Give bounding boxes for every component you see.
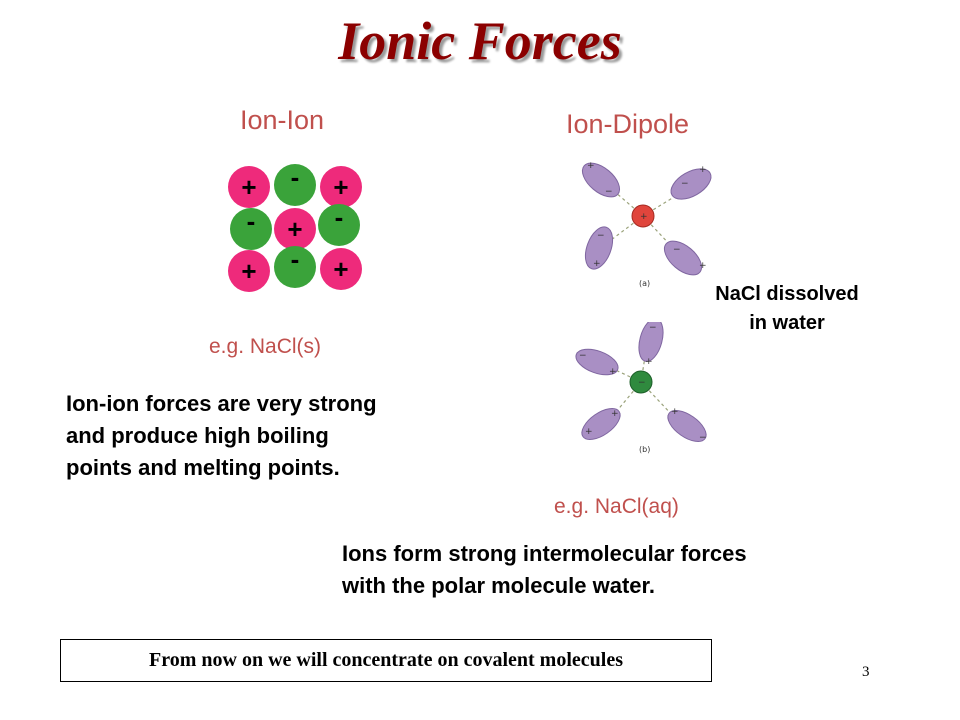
- anion-ion: -: [274, 162, 316, 206]
- solution-caption: NaCl dissolved in water: [715, 283, 859, 334]
- svg-text:−: −: [673, 245, 681, 255]
- ion-ion-description: Ion-ion forces are very strong and produ…: [66, 391, 377, 480]
- svg-text:+: +: [699, 165, 707, 175]
- svg-text:+: +: [699, 261, 707, 271]
- footer-note: From now on we will concentrate on coval…: [60, 639, 712, 682]
- panel-a-label: (a): [639, 279, 650, 288]
- cation-ion: +: [320, 166, 362, 208]
- svg-text:−: −: [699, 433, 707, 443]
- ion-dipole-heading: Ion-Dipole: [566, 109, 690, 139]
- ion-ion-heading: Ion-Ion: [240, 105, 325, 135]
- svg-text:+: +: [611, 409, 619, 419]
- cation-hydration-diagram: + +− +− −+ −+ (a): [581, 161, 712, 288]
- cation-ion: +: [228, 166, 270, 208]
- cation-ion: +: [320, 248, 362, 290]
- svg-text:−: −: [681, 179, 689, 189]
- svg-text:−: −: [597, 231, 605, 241]
- slide-title: Ionic Forces: [338, 11, 622, 71]
- anion-ion: -: [318, 202, 360, 246]
- ionic-lattice-diagram: + - + - + - + - +: [228, 162, 362, 292]
- cation-ion: +: [274, 208, 316, 250]
- svg-text:+: +: [585, 427, 593, 437]
- svg-text:−: −: [579, 351, 587, 361]
- page-number: 3: [862, 664, 870, 680]
- svg-text:−: −: [649, 323, 657, 333]
- anion-hydration-diagram: − − + − + + + + − (b): [575, 322, 707, 454]
- svg-text:+: +: [671, 407, 679, 417]
- ion-ion-example: e.g. NaCl(s): [209, 335, 322, 358]
- ion-dipole-description: Ions form strong intermolecular forces w…: [342, 541, 747, 598]
- anion-ion: -: [230, 206, 272, 250]
- svg-text:+: +: [609, 367, 617, 377]
- svg-text:−: −: [638, 378, 646, 388]
- panel-b-label: (b): [639, 445, 650, 454]
- svg-text:+: +: [587, 161, 595, 171]
- svg-text:−: −: [605, 187, 613, 197]
- ion-dipole-example: e.g. NaCl(aq): [554, 495, 679, 518]
- svg-text:+: +: [640, 212, 648, 222]
- cation-ion: +: [228, 250, 270, 292]
- svg-text:+: +: [593, 259, 601, 269]
- svg-text:+: +: [645, 357, 653, 367]
- anion-ion: -: [274, 244, 316, 288]
